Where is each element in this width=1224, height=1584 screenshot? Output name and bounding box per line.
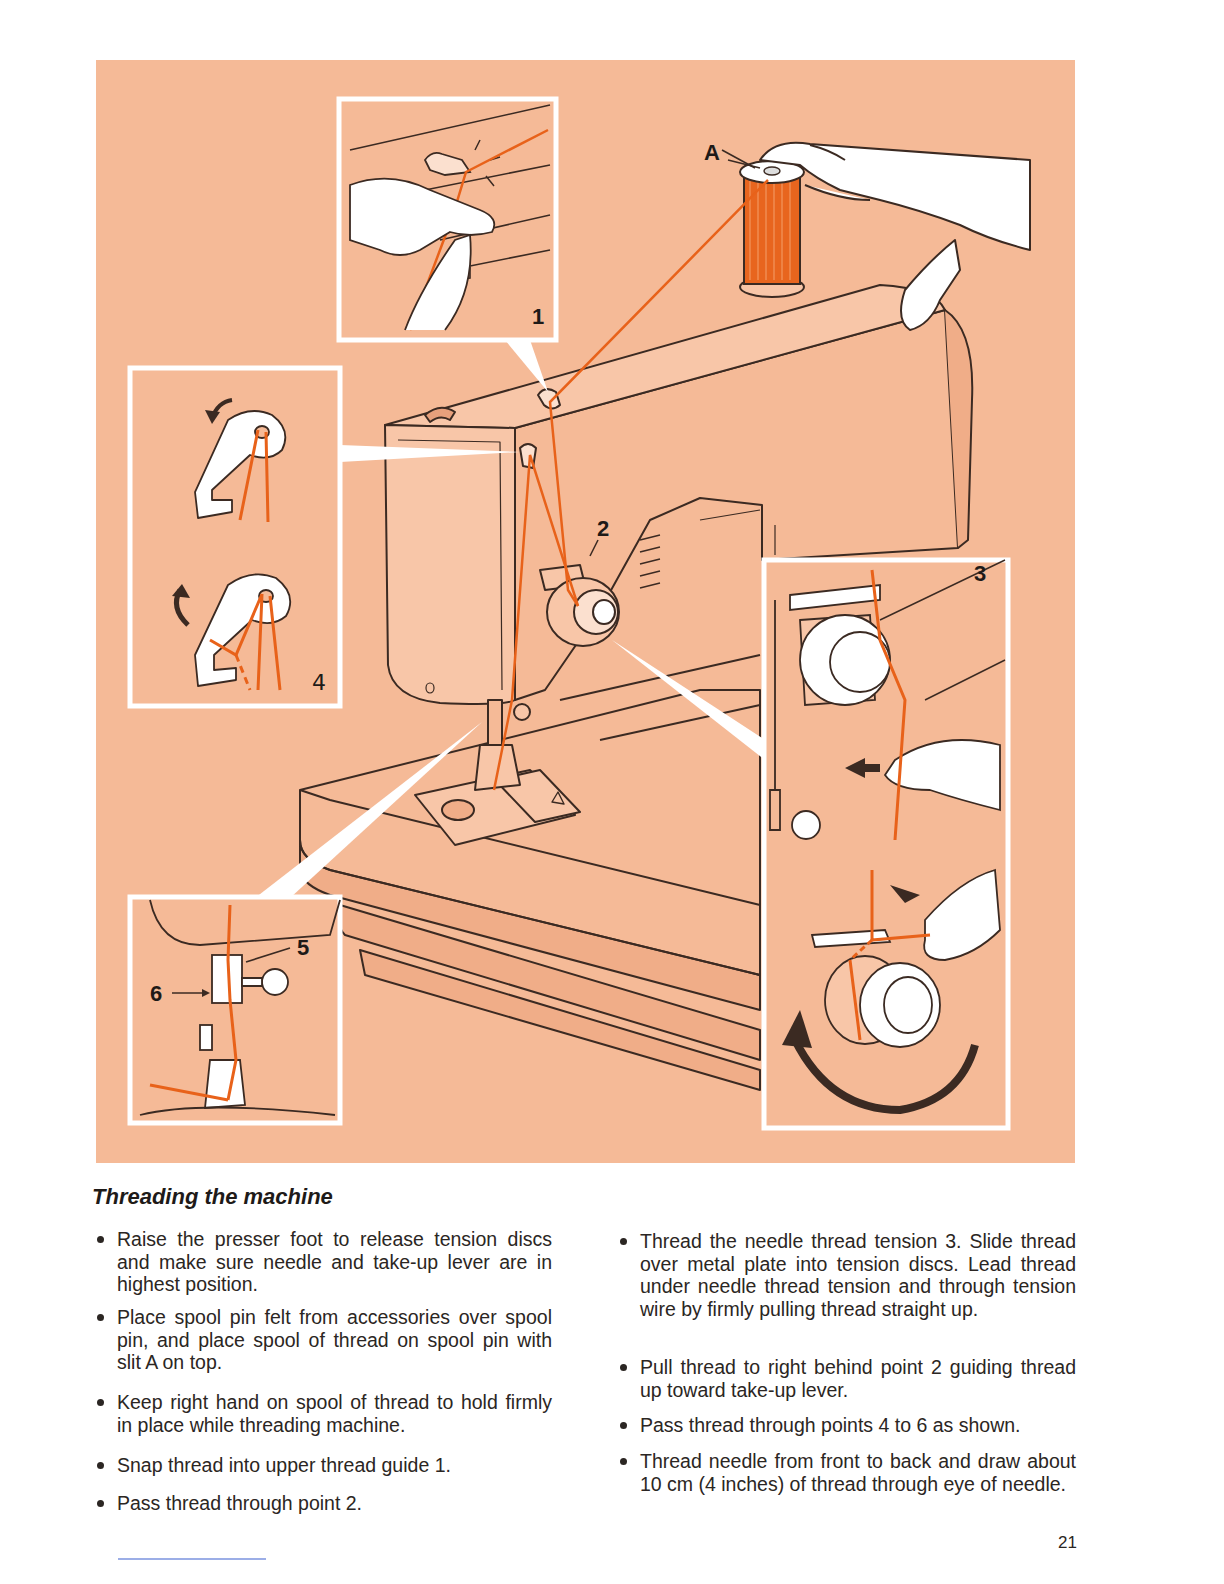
instruction-step: Raise the presser foot to release tensio…: [117, 1228, 552, 1296]
leader-line: [722, 150, 755, 168]
instruction-step: Pass thread through points 4 to 6 as sho…: [640, 1414, 1076, 1437]
hand: [760, 143, 1030, 330]
instruction-step: Keep right hand on spool of thread to ho…: [117, 1391, 552, 1436]
callout-number: 2: [597, 518, 609, 540]
inset-thread-guide: [339, 99, 556, 340]
page-number: 21: [1058, 1533, 1077, 1553]
leader-line: [590, 540, 598, 556]
callout-number: 4: [312, 672, 326, 694]
illustration-ground: [96, 60, 1075, 1163]
inset-take-up-lever: [130, 368, 340, 706]
section-title: Threading the machine: [92, 1184, 333, 1210]
instruction-step: Thread the needle thread tension 3. Slid…: [640, 1230, 1076, 1320]
callout-number: 6: [150, 983, 162, 1005]
inset-tension: [764, 560, 1008, 1128]
callout-number: 3: [974, 563, 986, 585]
machine-body: [300, 285, 972, 1090]
instruction-step: Snap thread into upper thread guide 1.: [117, 1454, 552, 1477]
callout-number: 5: [297, 937, 309, 959]
instruction-step: Pull thread to right behind point 2 guid…: [640, 1356, 1076, 1401]
instruction-step: Pass thread through point 2.: [117, 1492, 552, 1515]
instruction-step: Thread needle from front to back and dra…: [640, 1450, 1076, 1495]
callout-number: A: [704, 142, 720, 164]
instruction-step: Place spool pin felt from accessories ov…: [117, 1306, 552, 1374]
inset-needle: [130, 897, 340, 1123]
callout-number: 1: [532, 306, 544, 328]
page-rule: [118, 1558, 266, 1559]
